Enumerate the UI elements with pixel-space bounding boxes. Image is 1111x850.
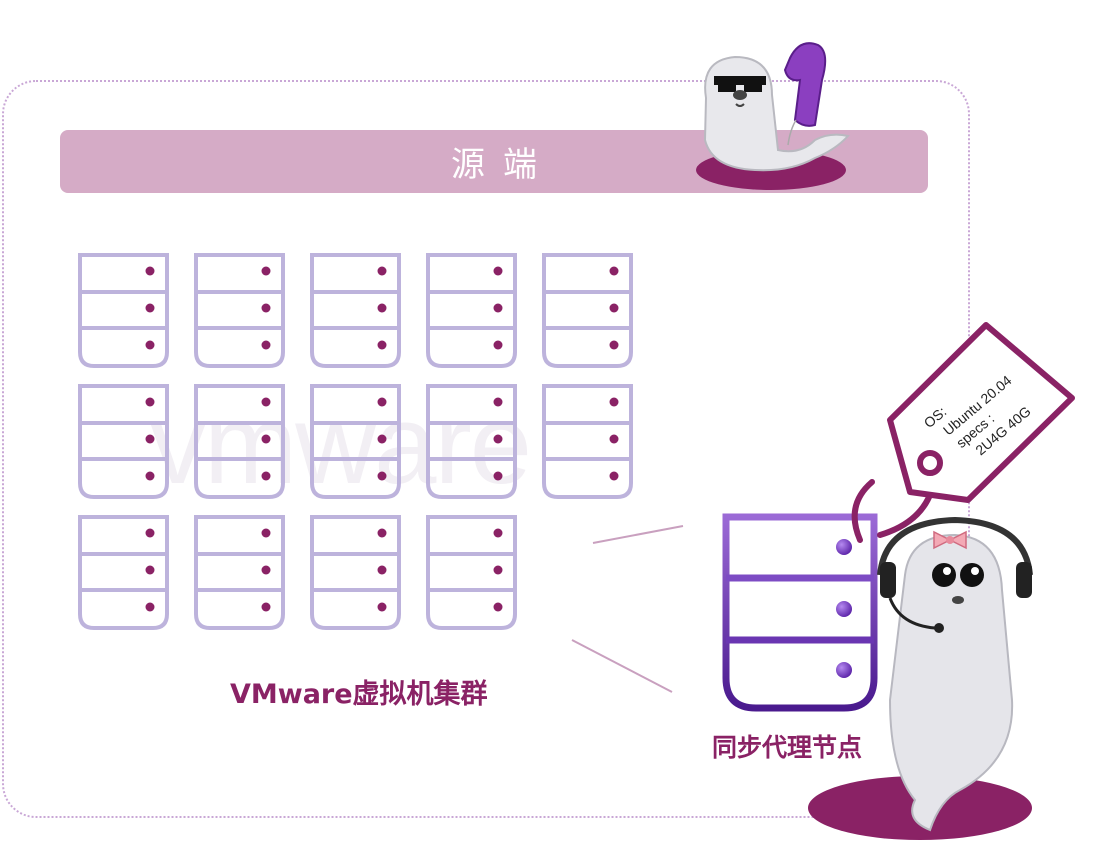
server-icon (78, 515, 169, 630)
server-icon (426, 253, 517, 368)
vmware-cluster-label: VMware虚拟机集群 (230, 679, 488, 710)
banner-title: 源端 (451, 145, 555, 185)
server-icon (426, 515, 517, 630)
server-icon (310, 384, 401, 499)
sync-node-server-icon (722, 513, 878, 712)
server-icon (194, 384, 285, 499)
sync-node-label: 同步代理节点 (712, 733, 863, 762)
vm-server-grid (78, 253, 633, 630)
server-icon (542, 384, 633, 499)
connector-line-top (592, 525, 684, 544)
spec-tag-icon (851, 322, 1075, 543)
seal-mascot-sunglasses (696, 42, 850, 190)
server-icon (194, 515, 285, 630)
server-icon (78, 384, 169, 499)
vmware-watermark: vmware (150, 382, 532, 507)
server-icon (194, 253, 285, 368)
server-icon (78, 253, 169, 368)
seal-mascot-headphones (808, 516, 1033, 840)
server-icon (310, 253, 401, 368)
server-icon (542, 253, 633, 368)
connector-line-bottom (571, 639, 673, 693)
server-icon (310, 515, 401, 630)
server-icon (426, 384, 517, 499)
